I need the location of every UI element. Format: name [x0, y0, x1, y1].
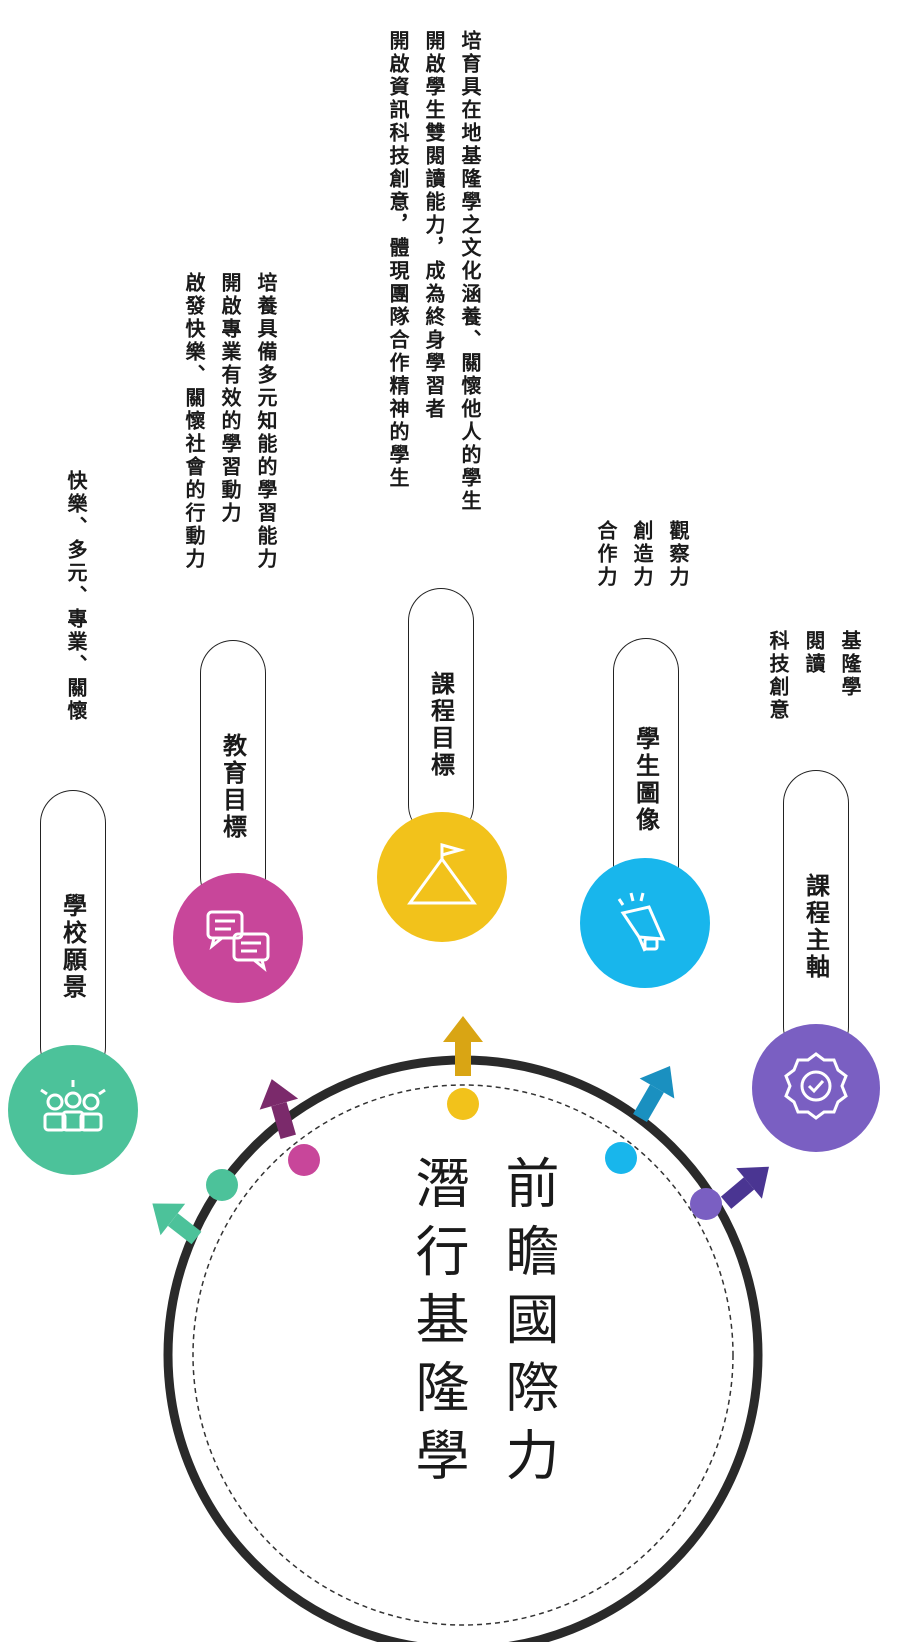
pill-label-school-vision: 學校願景 — [58, 892, 87, 1001]
desc-curriculum-axis-line-1: 基隆學 — [838, 630, 862, 699]
desc-curriculum-goal-line-3: 開啟資訊科技創意，體現團隊合作精神的學生 — [386, 30, 410, 490]
desc-school-vision: 快樂、多元、專業、關懷 — [58, 470, 94, 770]
desc-student-profile: 觀察力 創造力 合作力 — [588, 520, 696, 640]
hub-title-line-1: 前瞻國際力 — [496, 1155, 559, 1495]
pill-student-profile: 學生圖像 — [613, 638, 679, 898]
award-badge-icon — [784, 1052, 848, 1120]
desc-curriculum-goal-line-2: 開啟學生雙閱讀能力，成為終身學習者 — [422, 30, 446, 421]
arrow-blue — [633, 1066, 675, 1122]
desc-student-profile-line-3: 合作力 — [594, 520, 618, 589]
pill-label-education-goal: 教育目標 — [218, 732, 247, 841]
ring-dot-yellow — [447, 1088, 479, 1120]
pill-curriculum-goal: 課程目標 — [408, 588, 474, 838]
pill-curriculum-axis: 課程主軸 — [783, 770, 849, 1060]
megaphone-icon — [617, 892, 666, 952]
circle-curriculum-axis — [752, 1024, 880, 1152]
hub-inner-ring — [192, 1084, 734, 1626]
pill-label-student-profile: 學生圖像 — [631, 725, 660, 834]
ring-dot-green — [206, 1169, 238, 1201]
circle-education-goal — [173, 873, 303, 1003]
ring-dot-blue — [605, 1142, 637, 1174]
desc-student-profile-line-1: 觀察力 — [666, 520, 690, 589]
pill-label-curriculum-axis: 課程主軸 — [801, 872, 830, 981]
pill-label-curriculum-goal: 課程目標 — [426, 670, 455, 779]
chat-bubbles-icon — [206, 910, 270, 972]
hub-title-line-2: 潛行基隆學 — [406, 1155, 469, 1495]
desc-curriculum-axis-line-3: 科技創意 — [766, 630, 790, 722]
desc-curriculum-goal-line-1: 培育具在地基隆學之文化涵養、關懷他人的學生 — [458, 30, 482, 513]
mountain-flag-icon — [407, 843, 477, 905]
desc-student-profile-line-2: 創造力 — [630, 520, 654, 589]
desc-education-goal-line-3: 啟發快樂、關懷社會的行動力 — [182, 272, 206, 571]
desc-education-goal-line-1: 培養具備多元知能的學習能力 — [254, 272, 278, 571]
pill-education-goal: 教育目標 — [200, 640, 266, 910]
desc-curriculum-goal: 培育具在地基隆學之文化涵養、關懷他人的學生 開啟學生雙閱讀能力，成為終身學習者 … — [380, 30, 488, 570]
circle-curriculum-goal — [377, 812, 507, 942]
circle-school-vision — [8, 1045, 138, 1175]
arrow-magenta — [259, 1079, 299, 1140]
ring-dot-purple — [690, 1188, 722, 1220]
desc-curriculum-axis: 基隆學 閱讀 科技創意 — [760, 630, 868, 770]
desc-education-goal: 培養具備多元知能的學習能力 開啟專業有效的學習動力 啟發快樂、關懷社會的行動力 — [176, 272, 284, 632]
ring-dot-magenta — [288, 1144, 320, 1176]
pill-school-vision: 學校願景 — [40, 790, 106, 1080]
arrow-purple — [720, 1166, 769, 1209]
desc-school-vision-line-1: 快樂、多元、專業、關懷 — [64, 470, 88, 723]
hub-title: 前瞻國際力 潛行基隆學 — [352, 1155, 572, 1575]
team-icon — [40, 1080, 106, 1132]
arrow-yellow — [443, 1016, 483, 1076]
circle-student-profile — [580, 858, 710, 988]
desc-curriculum-axis-line-2: 閱讀 — [802, 630, 826, 676]
arrow-green — [152, 1203, 202, 1245]
desc-education-goal-line-2: 開啟專業有效的學習動力 — [218, 272, 242, 525]
